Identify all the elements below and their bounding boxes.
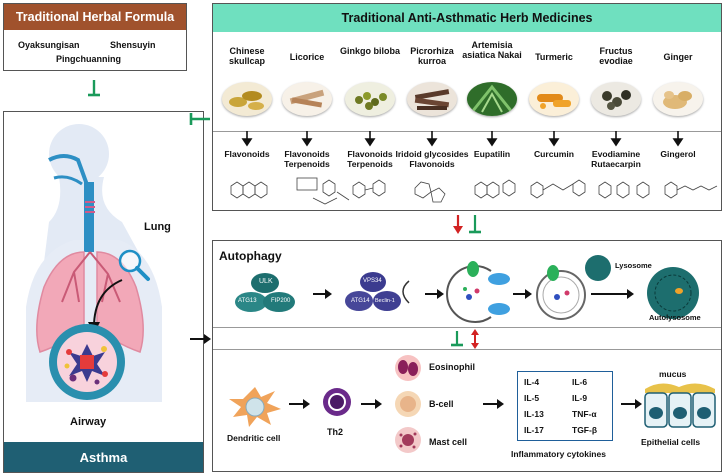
formula-item-2: Shensuyin	[110, 40, 156, 50]
autophagy-arrow-2	[425, 289, 444, 299]
cytokine-8: TGF-β	[572, 425, 598, 435]
vps34-label: VPS34	[363, 278, 382, 284]
ulk-complex	[235, 273, 295, 312]
herbs-box: Traditional Anti-Asthmatic Herb Medicine…	[212, 3, 722, 211]
compound-4: Iridoid glycosides Flavonoids	[395, 149, 469, 169]
formula-item-3: Pingchuanning	[56, 54, 121, 64]
compound-5: Eupatilin	[473, 149, 511, 159]
lysosome	[585, 255, 611, 281]
herb-image-picrorhiza-kurroa	[407, 82, 457, 116]
immune-arrow-4	[621, 399, 642, 409]
mucus-label: mucus	[659, 369, 687, 379]
formula-inhibit-symbol	[87, 80, 101, 98]
compound-3: Flavonoids Terpenoids	[347, 149, 393, 169]
lysosome-label: Lysosome	[615, 261, 652, 270]
phagophore	[446, 261, 510, 323]
autophagy-arrow-1	[313, 289, 332, 299]
dendritic-cell	[229, 387, 281, 427]
body-to-mechanism-arrow	[190, 332, 212, 344]
cytokines-box: IL-4 IL-6 IL-5 IL-9 IL-13 TNF-α IL-17 TG…	[517, 371, 613, 441]
epithelial-label: Epithelial cells	[641, 437, 701, 447]
mechanism-divider-2	[213, 349, 721, 350]
cytokines-label: Inflammatory cytokines	[511, 449, 606, 459]
cytokine-7: IL-17	[524, 425, 544, 435]
autophagy-arrow-4	[591, 289, 634, 299]
eosinophil-label: Eosinophil	[429, 362, 475, 372]
compound-8: Gingerol	[660, 149, 696, 159]
compound-7: Evodiamine Rutaecarpin	[591, 149, 641, 169]
atg14-label: ATG14	[351, 298, 370, 304]
herb-image-licorice	[282, 82, 332, 116]
herbal-formula-header: Traditional Herbal Formula	[4, 4, 186, 30]
mechanism-box: Autophagy ULK ATG13 FIP200 VPS34 ATG14 B…	[212, 240, 722, 472]
beclin1-label: Beclin-1	[375, 298, 395, 304]
mechanism-divider	[213, 327, 721, 328]
th2-label: Th2	[327, 427, 344, 437]
herb-name-2: Licorice	[289, 52, 325, 62]
herbs-to-autophagy-arrows	[448, 214, 488, 236]
autophagosome	[536, 265, 586, 320]
herb-image-chinese-skullcap	[222, 82, 272, 116]
magnifier-icon	[116, 247, 152, 283]
herb-name-8: Ginger	[663, 52, 693, 62]
chemical-structures	[230, 177, 718, 205]
herb-image-ginkgo-biloba	[345, 82, 395, 116]
cytokine-5: IL-13	[524, 409, 544, 419]
herb-image-artemisia	[467, 82, 517, 116]
autophagy-immune-arrows	[451, 329, 479, 349]
herb-name-5: Artemisia asiatica Nakai	[462, 40, 522, 60]
cytokine-1: IL-4	[524, 377, 540, 387]
cytokine-6: TNF-α	[572, 409, 597, 419]
autolysosome	[647, 267, 699, 319]
herbal-formula-title: Traditional Herbal Formula	[15, 10, 175, 24]
herbs-inhibit-body-symbol	[188, 112, 212, 126]
herb-down-arrows	[241, 131, 684, 147]
herb-image-turmeric	[529, 82, 579, 116]
compound-2: Flavonoids Terpenoids	[284, 149, 330, 169]
atg13-label: ATG13	[238, 298, 257, 304]
autolysosome-label: Autolysosome	[649, 313, 701, 322]
bcell-cell	[395, 391, 421, 417]
lung-label: Lung	[144, 221, 171, 233]
cytokine-4: IL-9	[572, 393, 588, 403]
herbs-header: Traditional Anti-Asthmatic Herb Medicine…	[213, 4, 721, 32]
herbal-formula-box: Traditional Herbal Formula Oyaksungisan …	[3, 3, 187, 71]
mast-cell	[395, 427, 421, 453]
herbs-divider	[213, 131, 721, 132]
cytokine-2: IL-6	[572, 377, 588, 387]
herb-name-6: Turmeric	[535, 52, 573, 62]
herb-name-7: Fructus evodiae	[599, 46, 633, 66]
herb-name-3: Ginkgo biloba	[340, 46, 400, 56]
ulk-label: ULK	[259, 278, 273, 285]
th2-cell	[323, 388, 351, 416]
asthma-bar: Asthma	[4, 442, 203, 472]
compound-6: Curcumin	[533, 149, 575, 159]
herb-name-1: Chinese skullcap	[228, 46, 266, 66]
bcell-label: B-cell	[429, 399, 454, 409]
herb-name-4: Picrorhiza kurroa	[410, 46, 454, 66]
herb-image-ginger	[653, 82, 703, 116]
dendritic-label: Dendritic cell	[227, 433, 281, 443]
epithelial-cells	[644, 383, 716, 428]
immune-arrow-1	[289, 399, 310, 409]
airway-label: Airway	[70, 416, 107, 428]
immune-arrow-3	[483, 399, 504, 409]
fip200-label: FIP200	[271, 298, 291, 304]
cytokine-3: IL-5	[524, 393, 540, 403]
eosinophil-cell	[395, 355, 421, 381]
formula-item-1: Oyaksungisan	[18, 40, 80, 50]
autophagy-title: Autophagy	[219, 249, 282, 263]
airway-illustration	[47, 322, 127, 402]
herb-image-fructus-evodiae	[591, 82, 641, 116]
vps34-complex	[345, 272, 410, 311]
asthma-label: Asthma	[79, 449, 128, 465]
body-panel: Lung Airway Asthma	[3, 111, 204, 473]
immune-arrow-2	[361, 399, 382, 409]
compound-1: Flavonoids	[224, 149, 270, 159]
autophagy-arrow-3	[513, 289, 532, 299]
mast-label: Mast cell	[429, 437, 468, 447]
herbs-title: Traditional Anti-Asthmatic Herb Medicine…	[341, 11, 593, 25]
